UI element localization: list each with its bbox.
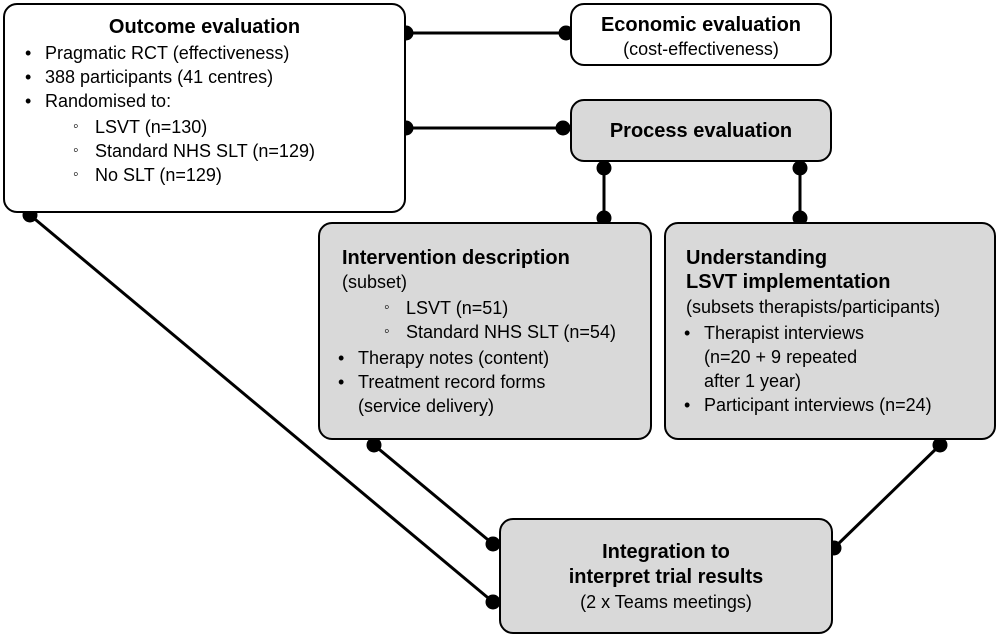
list-item: Standard NHS SLT (n=129): [73, 139, 315, 163]
understanding-lsvt-title-line2: LSVT implementation: [686, 271, 891, 293]
list-item: Participant interviews (n=24): [684, 393, 932, 417]
economic-evaluation-subtitle: (cost-effectiveness): [623, 39, 779, 59]
connector-outcome-integration: [29, 213, 494, 604]
list-item: Standard NHS SLT (n=54): [384, 320, 616, 344]
list-item: 388 participants (41 centres): [25, 65, 289, 89]
outcome-evaluation-box: Outcome evaluation Pragmatic RCT (effect…: [3, 3, 406, 213]
process-evaluation-title: Process evaluation: [609, 120, 793, 142]
intervention-description-box: Intervention description (subset) LSVT (…: [318, 222, 652, 440]
list-item-continuation: after 1 year): [704, 371, 802, 391]
understanding-lsvt-box: Understanding LSVT implementation (subse…: [664, 222, 996, 440]
integration-subtitle: (2 x Teams meetings): [580, 592, 752, 612]
list-item: Treatment record forms: [338, 370, 549, 394]
intervention-description-subtitle: (subset): [342, 272, 408, 292]
list-item: No SLT (n=129): [73, 163, 315, 187]
integration-box: Integration to interpret trial results (…: [499, 518, 833, 634]
economic-evaluation-title: Economic evaluation: [600, 14, 802, 36]
connector-intervention-integration: [373, 443, 494, 546]
intervention-description-title: Intervention description: [342, 247, 570, 269]
list-item-continuation: (service delivery): [358, 396, 495, 416]
outcome-evaluation-title: Outcome evaluation: [108, 16, 301, 38]
list-item: LSVT (n=51): [384, 296, 616, 320]
list-item-continuation: (n=20 + 9 repeated: [704, 347, 858, 367]
integration-title-line2: interpret trial results: [568, 566, 764, 588]
list-item: Randomised to:: [25, 89, 289, 113]
list-item: Therapy notes (content): [338, 346, 549, 370]
list-item: LSVT (n=130): [73, 115, 315, 139]
understanding-lsvt-subtitle: (subsets therapists/participants): [686, 297, 941, 317]
economic-evaluation-box: Economic evaluation (cost-effectiveness): [570, 3, 832, 66]
list-item: Pragmatic RCT (effectiveness): [25, 41, 289, 65]
process-evaluation-box: Process evaluation: [570, 99, 832, 162]
integration-title-line1: Integration to: [602, 541, 730, 563]
list-item: Therapist interviews: [684, 321, 932, 345]
understanding-lsvt-title-line1: Understanding: [686, 247, 828, 269]
connector-understanding-integration: [832, 443, 942, 550]
